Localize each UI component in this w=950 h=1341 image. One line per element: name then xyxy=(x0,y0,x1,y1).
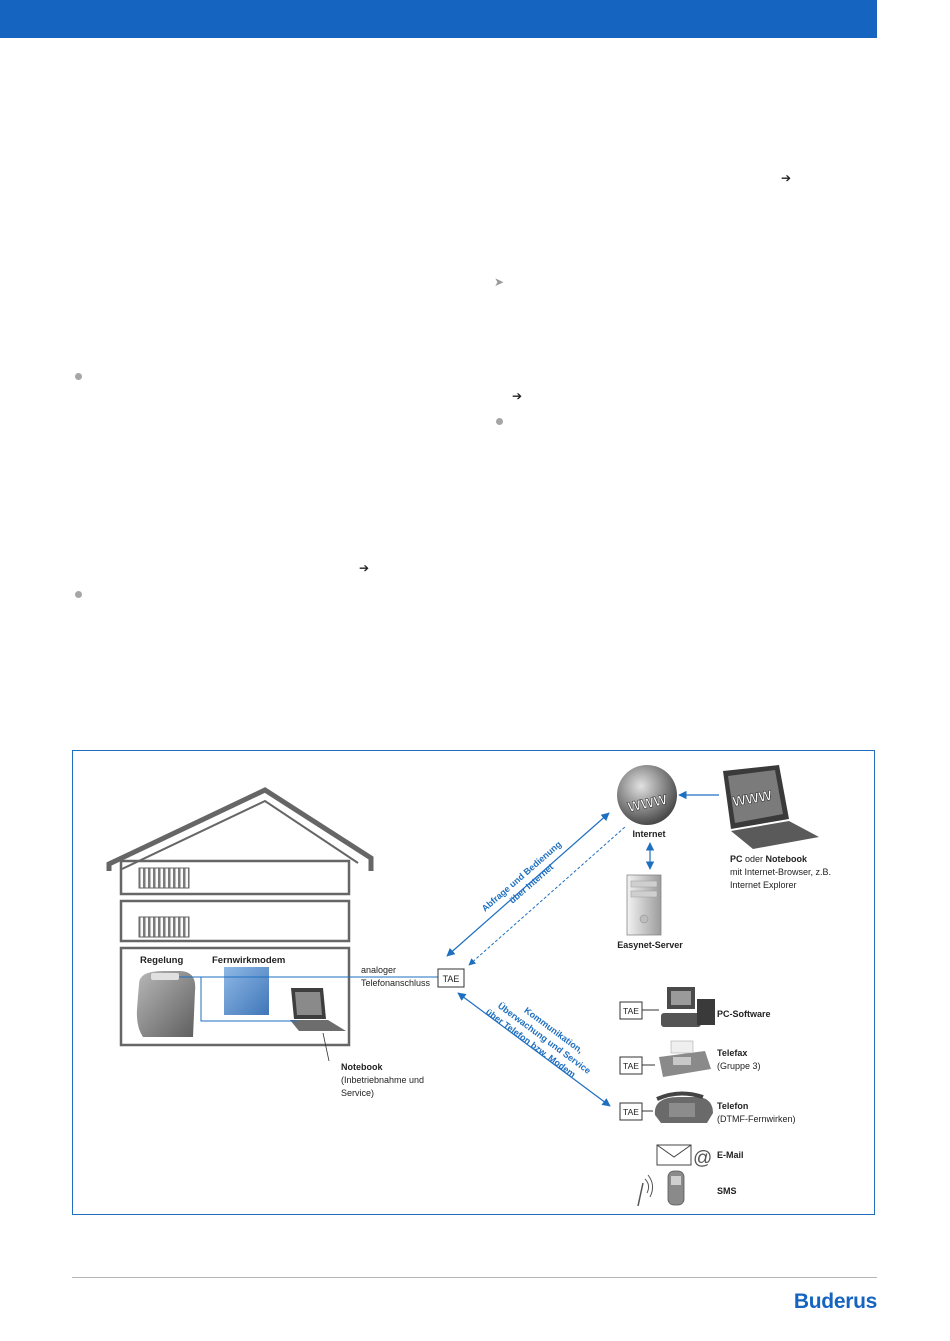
www-label: WWW xyxy=(731,787,774,810)
tae-box xyxy=(437,968,465,988)
radiator-icon xyxy=(138,867,190,889)
bullet-dot xyxy=(496,418,503,425)
antenna-icon xyxy=(637,1174,654,1207)
email-label: E-Mail xyxy=(717,1150,744,1160)
boiler-icon xyxy=(136,971,196,1037)
footer-divider xyxy=(72,1277,877,1278)
pc-laptop-icon: WWW xyxy=(723,765,819,849)
telefax-sub: (Gruppe 3) xyxy=(717,1061,761,1071)
system-diagram: Regelung Fernwirkmodem analoger Telefona… xyxy=(72,750,875,1215)
telefon-icon xyxy=(654,1091,713,1123)
brand-logo: Buderus xyxy=(793,1290,877,1313)
laptop-icon xyxy=(290,988,346,1031)
pc-software-icon xyxy=(661,987,715,1027)
notebook-label: Service) xyxy=(341,1088,374,1098)
tae-label: TAE xyxy=(623,1006,639,1016)
bullet-dot xyxy=(75,591,82,598)
fernwirkmodem-label: Fernwirkmodem xyxy=(212,955,285,966)
bullet-dot xyxy=(75,373,82,380)
tae-label: TAE xyxy=(623,1107,639,1117)
telefax-label: Telefax xyxy=(717,1048,747,1058)
globe-icon: WWW xyxy=(617,765,677,825)
envelope-icon xyxy=(656,1144,692,1166)
tae-label: TAE xyxy=(623,1061,639,1071)
telefon-sub: (DTMF-Fernwirken) xyxy=(717,1114,796,1124)
sms-label: SMS xyxy=(717,1186,737,1196)
analog-label: Telefonanschluss xyxy=(361,978,431,988)
notebook-label: (Inbetriebnahme und xyxy=(341,1075,424,1085)
tae-label: TAE xyxy=(443,974,460,984)
internet-arrow xyxy=(446,812,610,957)
modem-icon xyxy=(224,967,269,1015)
svg-text:Überwachung und Service: Überwachung und Service xyxy=(496,1001,593,1076)
server-icon xyxy=(626,874,662,936)
svg-text:Abfrage und Bedienung: Abfrage und Bedienung xyxy=(480,839,564,913)
pc-label: mit Internet-Browser, z.B. xyxy=(730,867,831,877)
triangle-right-icon: ➤ xyxy=(494,275,505,289)
leader-line xyxy=(322,1032,330,1062)
telefon-label: Telefon xyxy=(717,1101,748,1111)
arrow-right-icon: ➔ xyxy=(512,389,523,403)
communication-arrow xyxy=(457,992,611,1107)
connection-line xyxy=(200,977,297,1022)
telefax-icon xyxy=(659,1040,711,1077)
pc-software-label: PC-Software xyxy=(717,1009,771,1019)
house-outline xyxy=(106,787,374,1047)
notebook-label: Notebook xyxy=(341,1062,383,1072)
arrow-right-icon: ➔ xyxy=(359,561,370,575)
header-bar xyxy=(0,0,877,38)
communication-arrow-label: Kommunikation, Überwachung und Service ü… xyxy=(484,1001,593,1080)
mobile-phone-icon xyxy=(667,1170,685,1206)
radiator-icon xyxy=(138,916,190,938)
easynet-label: Easynet-Server xyxy=(617,940,683,950)
regelung-label: Regelung xyxy=(140,955,183,966)
at-sign-icon: @ xyxy=(693,1148,712,1169)
arrow-right-icon: ➔ xyxy=(781,171,792,185)
pc-label: Internet Explorer xyxy=(730,880,797,890)
internet-label: Internet xyxy=(632,829,665,839)
diagram-svg: Regelung Fernwirkmodem analoger Telefona… xyxy=(106,765,831,1207)
internet-arrow-label: Abfrage und Bedienung über Internet xyxy=(480,839,564,913)
pc-label: PC oder Notebook xyxy=(730,854,808,864)
analog-label: analoger xyxy=(361,965,396,975)
